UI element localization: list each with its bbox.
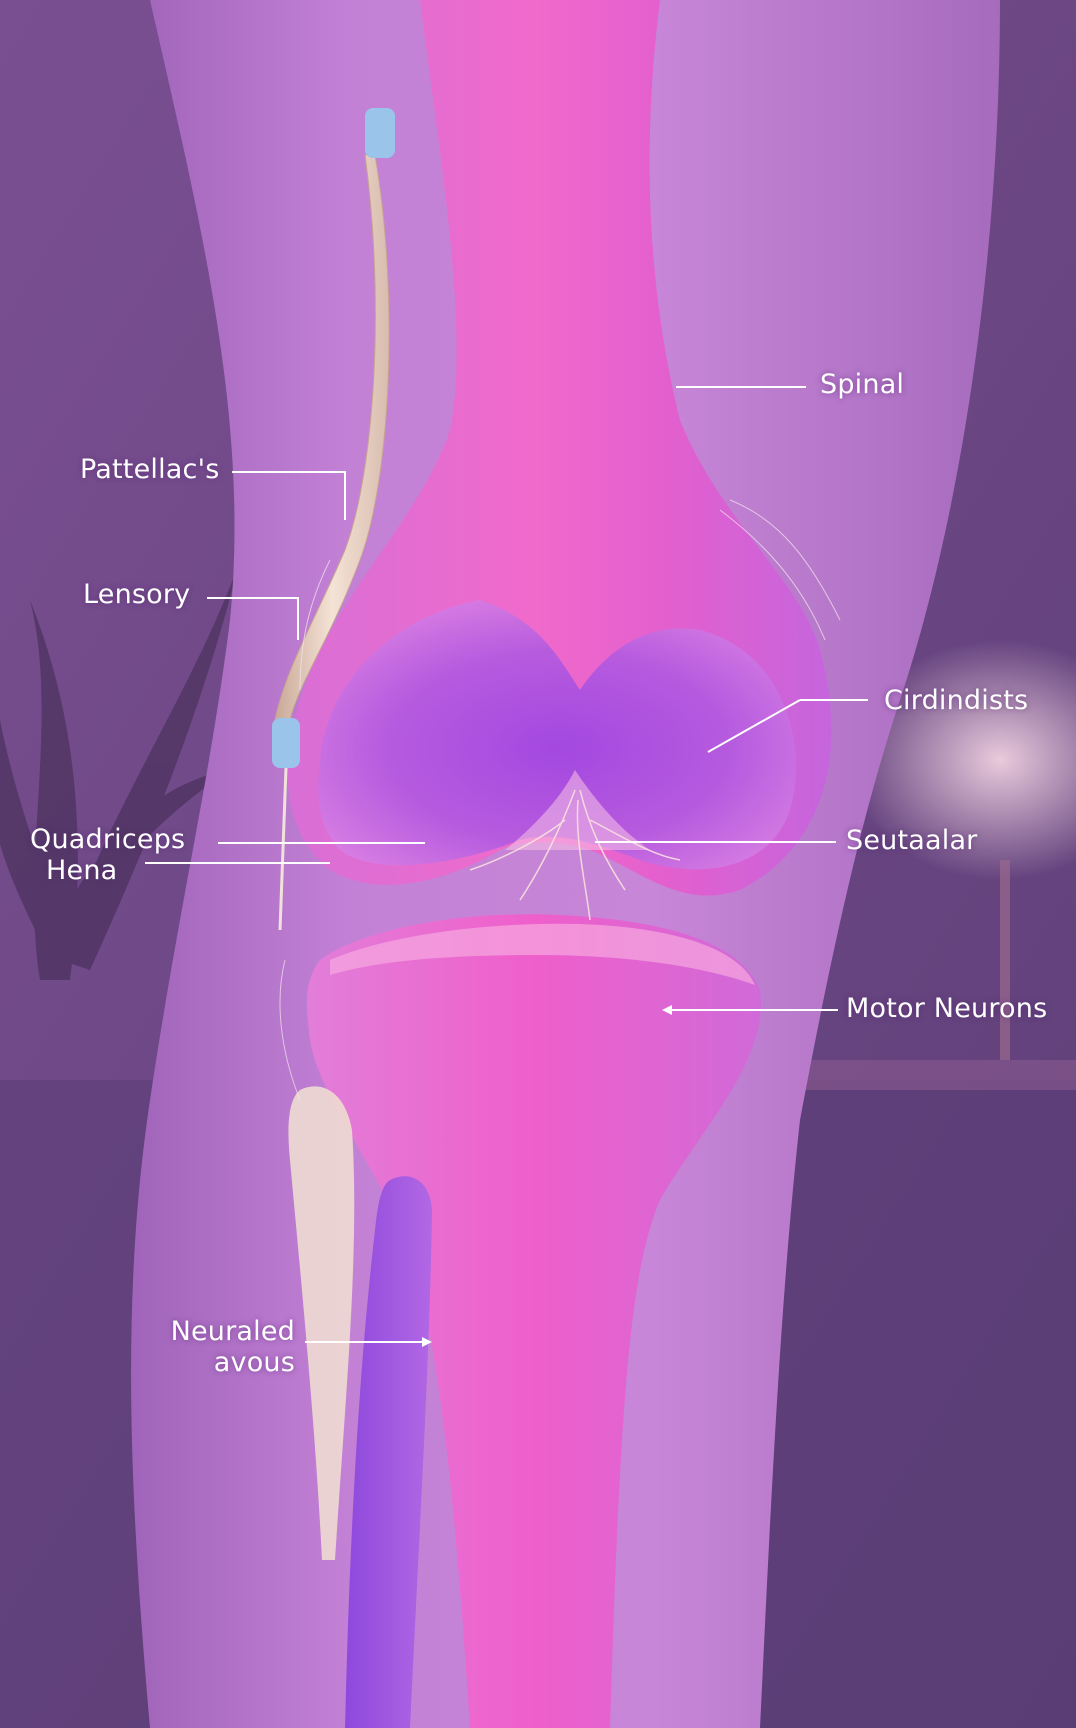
lamp-stand <box>1000 860 1010 1060</box>
label-motor-neurons: Motor Neurons <box>846 994 1047 1024</box>
label-patellar: Pattellac's <box>80 455 219 485</box>
label-spinal: Spinal <box>820 370 904 400</box>
label-cirdindists: Cirdindists <box>884 686 1028 716</box>
shelf <box>780 1060 1076 1090</box>
nerve-cap-top <box>365 108 395 158</box>
nerve-cap-bottom <box>272 718 300 768</box>
label-seutaalar: Seutaalar <box>846 826 978 856</box>
label-sensory: Lensory <box>83 580 190 610</box>
label-neural-line2: avous <box>130 1348 295 1378</box>
label-quadriceps: Quadriceps <box>30 825 185 855</box>
label-neural-line1: Neuraled <box>130 1317 295 1347</box>
label-hena: Hena <box>46 856 117 886</box>
